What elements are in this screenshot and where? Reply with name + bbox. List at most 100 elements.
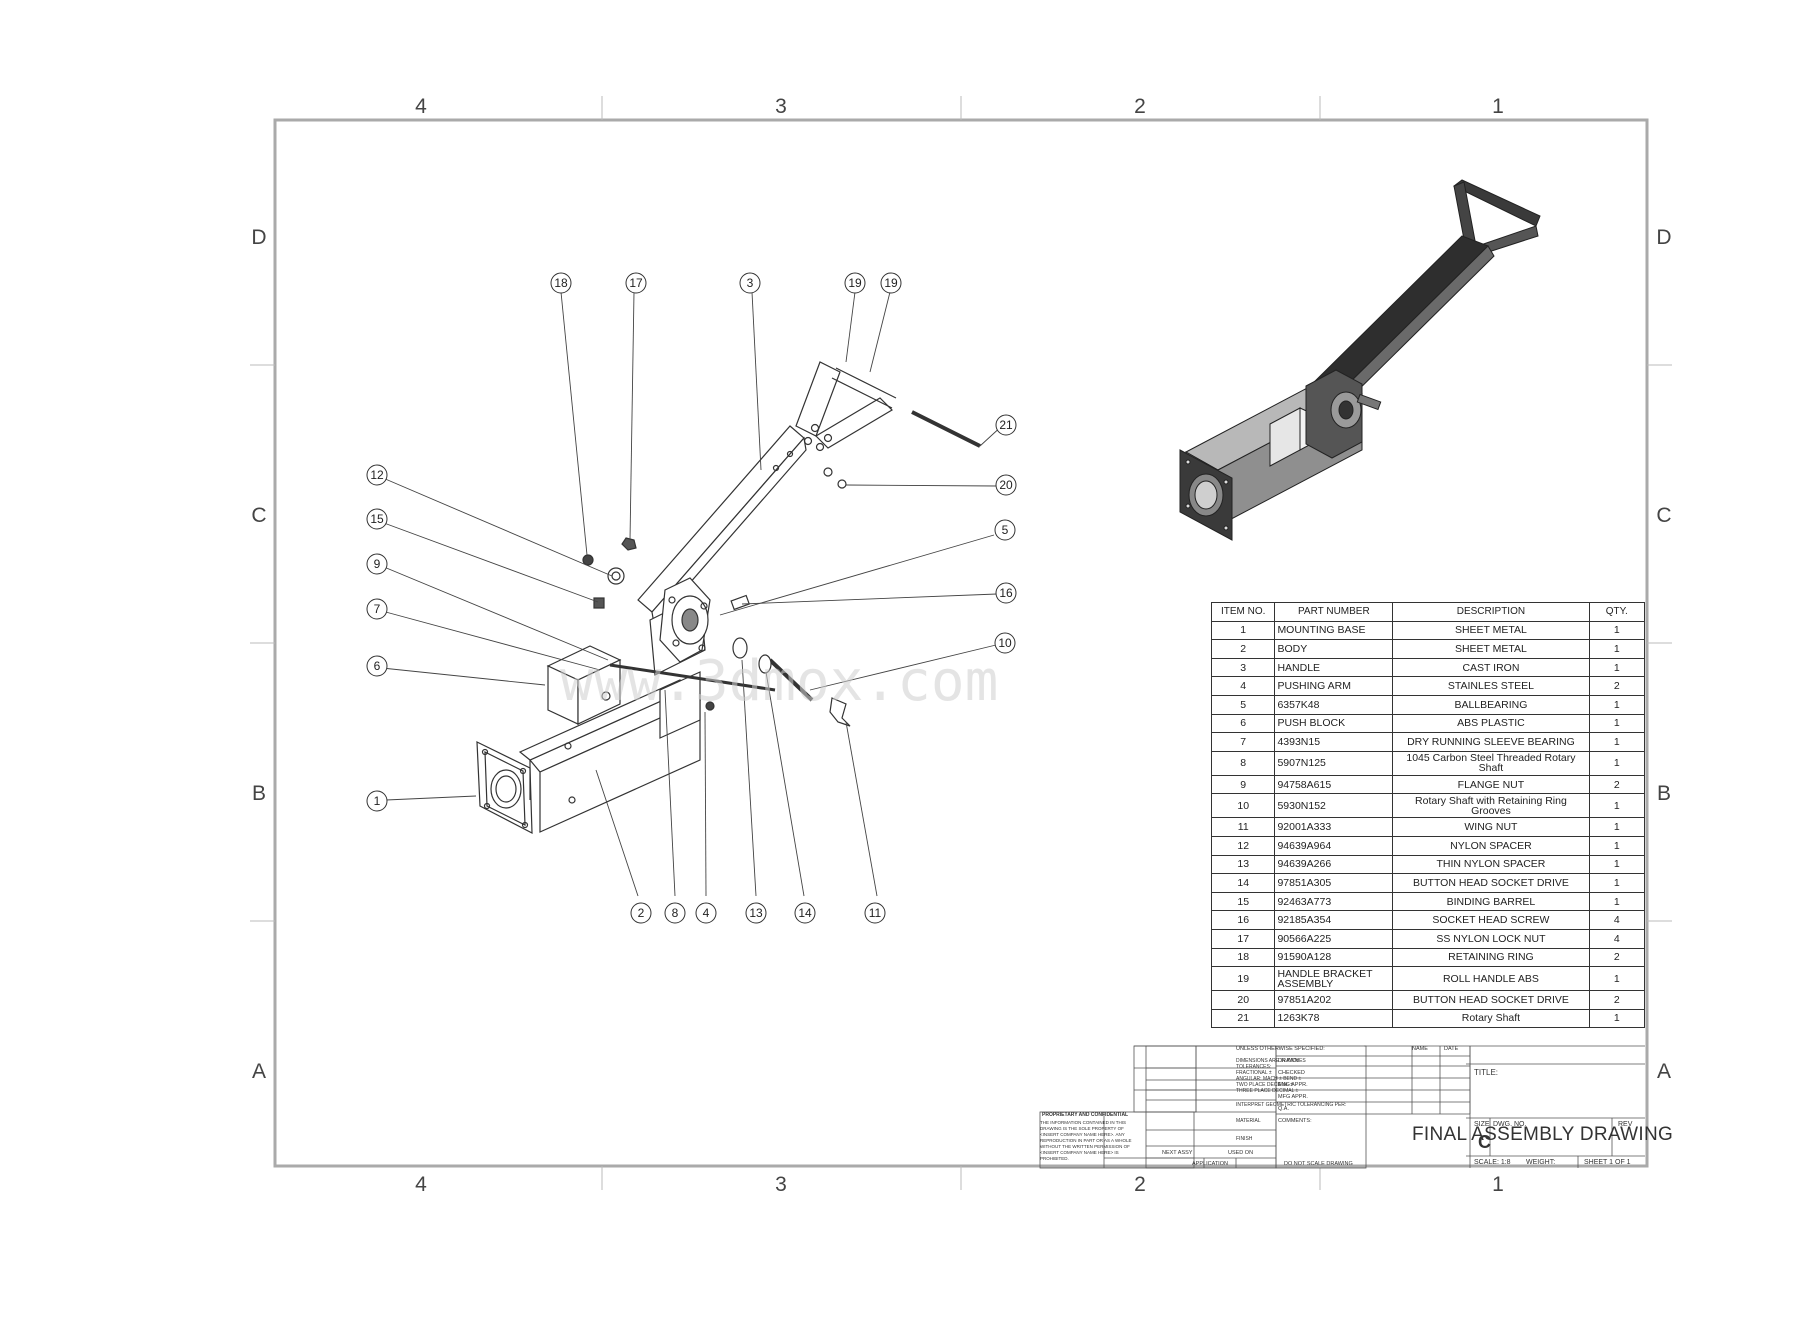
bom-item: 5 bbox=[1210, 694, 1276, 715]
isometric-assembly-view bbox=[1179, 179, 1541, 541]
tb-rev-label: REV bbox=[1618, 1121, 1633, 1128]
svg-text:1: 1 bbox=[374, 794, 381, 808]
bom-item: 4 bbox=[1210, 676, 1276, 696]
bom-item: 17 bbox=[1210, 928, 1276, 949]
bom-qty: 1 bbox=[1588, 639, 1646, 659]
balloon-12: 12 bbox=[366, 464, 388, 486]
bom-desc: SOCKET HEAD SCREW bbox=[1392, 910, 1590, 930]
bom-part: 92185A354 bbox=[1274, 910, 1394, 930]
bom-qty: 1 bbox=[1588, 732, 1646, 752]
tb-checked: CHECKED bbox=[1278, 1070, 1305, 1076]
retaining-shaft-part bbox=[768, 658, 814, 702]
balloon-6: 6 bbox=[366, 655, 388, 677]
tb-name-label: NAME bbox=[1412, 1046, 1428, 1052]
bom-item: 2 bbox=[1210, 639, 1276, 659]
bom-qty: 4 bbox=[1588, 928, 1646, 949]
bom-part: 92001A333 bbox=[1274, 817, 1394, 837]
mounting-base-part bbox=[476, 741, 533, 835]
balloon-4: 4 bbox=[695, 902, 717, 924]
flange-nut-part bbox=[705, 701, 715, 711]
balloon-17: 17 bbox=[625, 272, 647, 294]
svg-text:2: 2 bbox=[638, 906, 645, 920]
bom-qty: 2 bbox=[1588, 676, 1646, 696]
bom-item: 10 bbox=[1210, 793, 1276, 819]
balloon-5: 5 bbox=[994, 519, 1016, 541]
balloon-19b: 19 bbox=[880, 272, 902, 294]
bom-part: BODY bbox=[1274, 639, 1394, 659]
zone-row-right-3: B bbox=[1657, 782, 1671, 805]
tb-two-place: TWO PLACE DECIMAL ± bbox=[1236, 1082, 1294, 1088]
tb-angular: ANGULAR: MACH ± BEND ± bbox=[1236, 1076, 1302, 1082]
bom-item: 20 bbox=[1210, 990, 1276, 1010]
bom-item: 7 bbox=[1210, 732, 1276, 752]
zone-row-left-2: C bbox=[251, 504, 266, 527]
bom-item: 8 bbox=[1210, 750, 1276, 776]
balloon-9: 9 bbox=[366, 553, 388, 575]
tb-do-not-scale: DO NOT SCALE DRAWING bbox=[1284, 1161, 1353, 1167]
tb-drawn: DRAWN bbox=[1278, 1058, 1299, 1064]
thin-spacer-part bbox=[732, 637, 748, 659]
tb-proprietary: PROPRIETARY AND CONFIDENTIAL bbox=[1042, 1112, 1129, 1118]
button-socket-drive-part-b bbox=[837, 479, 847, 489]
balloon-18: 18 bbox=[550, 272, 572, 294]
bom-item: 21 bbox=[1210, 1008, 1276, 1029]
zone-col-bottom-1: 4 bbox=[415, 1173, 427, 1196]
svg-text:10: 10 bbox=[998, 636, 1012, 650]
bom-header-item: ITEM NO. bbox=[1210, 602, 1276, 622]
bom-item: 12 bbox=[1210, 835, 1276, 856]
tb-next-assy: NEXT ASSY bbox=[1162, 1150, 1193, 1156]
svg-text:21: 21 bbox=[999, 418, 1013, 432]
drawing-frame: 4 3 2 1 4 3 2 1 D C B A D C B A bbox=[250, 95, 1672, 1196]
bom-desc: SHEET METAL bbox=[1392, 620, 1590, 641]
exploded-assembly-view bbox=[476, 361, 981, 835]
balloon-14: 14 bbox=[794, 902, 816, 924]
body-part bbox=[518, 671, 701, 833]
bom-part: 97851A305 bbox=[1274, 873, 1394, 893]
tb-dims: DIMENSIONS ARE IN INCHES bbox=[1236, 1058, 1306, 1064]
lock-nut-part bbox=[621, 537, 637, 551]
zone-row-right-2: C bbox=[1656, 504, 1671, 527]
bom-part: PUSH BLOCK bbox=[1274, 713, 1394, 734]
tb-eng-appr: ENG APPR. bbox=[1278, 1082, 1308, 1088]
svg-text:13: 13 bbox=[749, 906, 763, 920]
bom-part: 1263K78 bbox=[1274, 1008, 1394, 1029]
bom-desc: ROLL HANDLE ABS bbox=[1392, 966, 1590, 992]
bom-qty: 1 bbox=[1588, 966, 1646, 992]
bom-qty: 1 bbox=[1588, 854, 1646, 875]
zone-col-top-2: 3 bbox=[775, 95, 787, 118]
bom-item: 18 bbox=[1210, 947, 1276, 968]
bom-part: 94639A266 bbox=[1274, 854, 1394, 875]
bom-desc: BUTTON HEAD SOCKET DRIVE bbox=[1392, 873, 1590, 893]
svg-text:19: 19 bbox=[884, 276, 898, 290]
balloon-2: 2 bbox=[630, 902, 652, 924]
tb-unless: UNLESS OTHERWISE SPECIFIED: bbox=[1236, 1046, 1325, 1052]
zone-row-right-4: A bbox=[1657, 1060, 1671, 1083]
tb-fractional: FRACTIONAL ± bbox=[1236, 1070, 1272, 1076]
balloon-leaders bbox=[381, 291, 1005, 897]
socket-screw-part bbox=[730, 594, 750, 611]
svg-text:19: 19 bbox=[848, 276, 862, 290]
tb-mfg-appr: MFG APPR. bbox=[1278, 1094, 1308, 1100]
push-block-part bbox=[546, 645, 622, 725]
balloon-1: 1 bbox=[366, 790, 388, 812]
bom-item: 13 bbox=[1210, 854, 1276, 875]
zone-col-top-3: 2 bbox=[1134, 95, 1146, 118]
balloon-10: 10 bbox=[994, 632, 1016, 654]
bearing-part bbox=[659, 577, 711, 663]
title-block-grid bbox=[1039, 1045, 1645, 1169]
tb-material: MATERIAL bbox=[1236, 1118, 1261, 1124]
balloon-16: 16 bbox=[995, 582, 1017, 604]
bom-desc: SHEET METAL bbox=[1392, 639, 1590, 659]
bom-part: 90566A225 bbox=[1274, 928, 1394, 949]
